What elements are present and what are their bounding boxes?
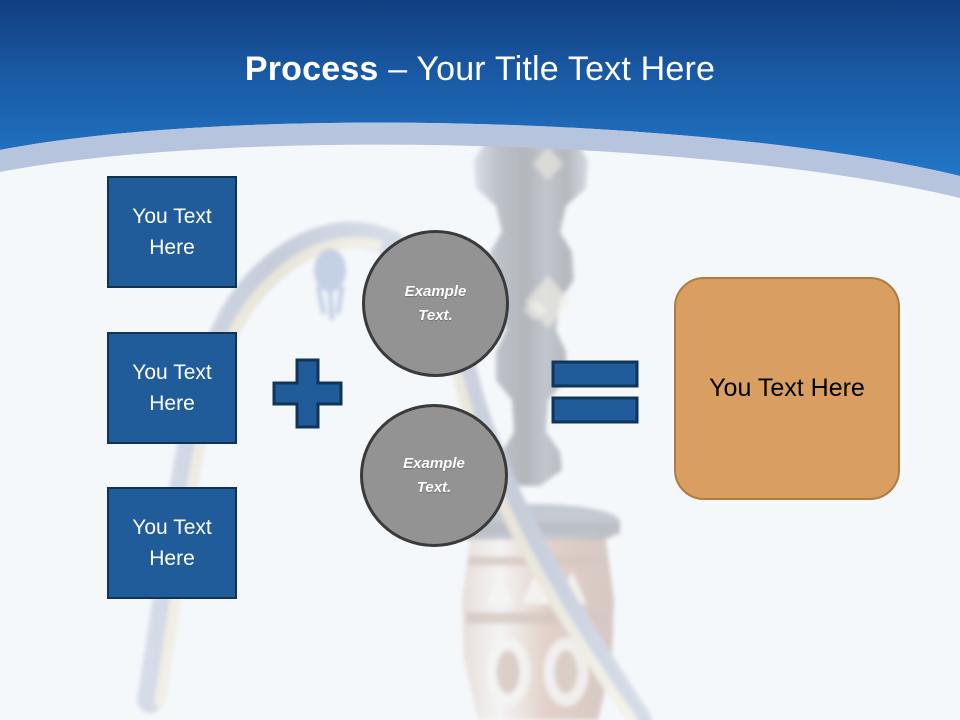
- example-circle-2-line1: Example: [403, 454, 465, 472]
- input-box-3[interactable]: You Text Here: [107, 487, 237, 599]
- input-box-3-line1: You Text: [132, 516, 212, 539]
- equals-operator: [551, 360, 639, 424]
- input-box-1[interactable]: You Text Here: [107, 176, 237, 288]
- example-circle-2-line2: Text.: [416, 478, 452, 496]
- result-box-label: You Text Here: [709, 374, 865, 402]
- input-box-2-label: You Text Here: [132, 357, 211, 419]
- page-title: Process – Your Title Text Here: [0, 49, 960, 89]
- input-box-1-line1: You Text: [132, 205, 212, 228]
- example-circle-2[interactable]: Example Text.: [360, 404, 508, 547]
- input-box-2-line1: You Text: [132, 361, 212, 384]
- page-title-rest: – Your Title Text Here: [378, 50, 716, 88]
- input-box-1-line2: Here: [149, 236, 195, 259]
- result-box[interactable]: You Text Here: [674, 277, 900, 500]
- plus-operator: [272, 358, 343, 429]
- plus-icon: [272, 358, 343, 429]
- equals-icon: [551, 360, 639, 424]
- input-box-3-line2: Here: [149, 547, 195, 570]
- input-box-1-label: You Text Here: [132, 201, 211, 263]
- page-title-strong: Process: [244, 50, 379, 88]
- example-circle-1[interactable]: Example Text.: [362, 230, 509, 377]
- input-box-2[interactable]: You Text Here: [107, 332, 237, 444]
- example-circle-1-line2: Text.: [418, 306, 453, 324]
- input-box-3-label: You Text Here: [132, 512, 211, 574]
- input-box-2-line2: Here: [149, 392, 195, 415]
- example-circle-1-line1: Example: [404, 282, 467, 300]
